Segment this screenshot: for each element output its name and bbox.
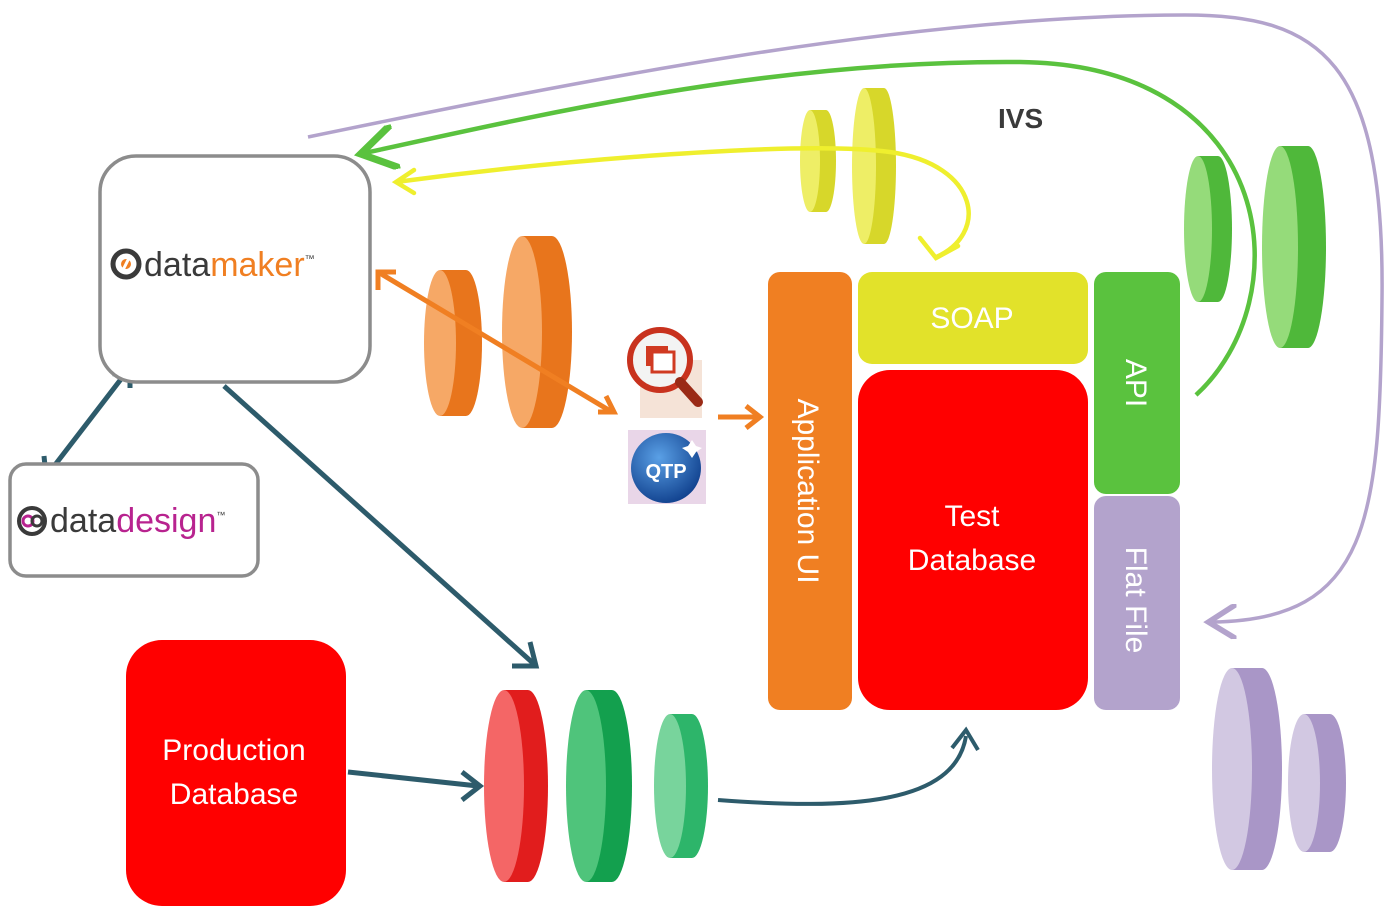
flat-file-label: Flat File <box>1119 547 1152 654</box>
purple-disk-stack <box>1212 668 1346 870</box>
test-database-label-line2: Database <box>908 544 1036 577</box>
qtp-label: QTP <box>645 461 686 483</box>
yellow-disk-small <box>800 110 836 212</box>
magnifier-tool-icon <box>627 327 703 418</box>
api-label: API <box>1119 359 1152 407</box>
purple-disk-small <box>1288 714 1346 852</box>
yellow-disk-stack <box>800 88 896 244</box>
yellow-arrowhead-soap <box>917 235 961 261</box>
orange-arrowhead-app-ui <box>744 404 765 430</box>
qtp-icon: QTP <box>628 430 706 504</box>
yellow-arrowhead-datamaker <box>391 167 417 196</box>
green-disk-medium <box>566 690 632 882</box>
teal-arrow-datadesign <box>46 368 130 476</box>
orange-arrowhead-tools <box>598 394 619 415</box>
red-disk <box>484 690 548 882</box>
soap-label: SOAP <box>930 302 1013 335</box>
yellow-disk-large <box>852 88 896 244</box>
production-database-box: Production Database <box>126 640 346 906</box>
green-arrow-to-api <box>365 59 1257 397</box>
purple-disk-large <box>1212 668 1282 870</box>
test-database-box: Test Database <box>858 370 1088 710</box>
test-data-disk-stack <box>484 690 708 882</box>
production-database-label-line1: Production <box>162 734 305 767</box>
datamaker-box: datamaker™ <box>98 154 372 384</box>
datadesign-logo-icon <box>17 506 47 536</box>
teal-arrowhead-test-db <box>950 726 980 752</box>
orange-arrowhead-datamaker <box>375 269 396 290</box>
datadesign-logo-text: datadesign™ <box>50 502 225 540</box>
datadesign-box: datadesign™ <box>8 462 260 578</box>
application-ui-label: Application UI <box>791 398 824 583</box>
teal-arrow-to-disks <box>222 384 536 666</box>
orange-disk-large <box>502 236 572 428</box>
soap-box: SOAP <box>858 272 1088 364</box>
orange-disk-small <box>424 270 482 416</box>
teal-arrow-production <box>347 769 479 789</box>
teal-arrow-test-db <box>717 735 968 806</box>
application-ui-box: Application UI <box>768 272 852 710</box>
datamaker-logo-text: datamaker™ <box>144 246 315 284</box>
ivs-label: IVS <box>998 103 1043 134</box>
api-box: API <box>1094 272 1180 494</box>
teal-arrowhead-production <box>460 770 485 802</box>
green-disk-large <box>1262 146 1326 348</box>
teal-arrowhead-disks <box>512 641 540 669</box>
production-database-label-line2: Database <box>170 778 298 811</box>
purple-arrow <box>307 13 1384 622</box>
green-disk-stack <box>1184 146 1326 348</box>
orange-disk-stack <box>424 236 572 428</box>
datamaker-logo-icon <box>110 248 142 280</box>
green-disk-thin <box>654 714 708 858</box>
test-database-label-line1: Test <box>944 500 1000 533</box>
green-disk-small <box>1184 156 1232 302</box>
yellow-arrow-to-soap <box>395 146 971 261</box>
orange-arrow-tools <box>376 269 614 415</box>
flat-file-box: Flat File <box>1094 496 1180 710</box>
